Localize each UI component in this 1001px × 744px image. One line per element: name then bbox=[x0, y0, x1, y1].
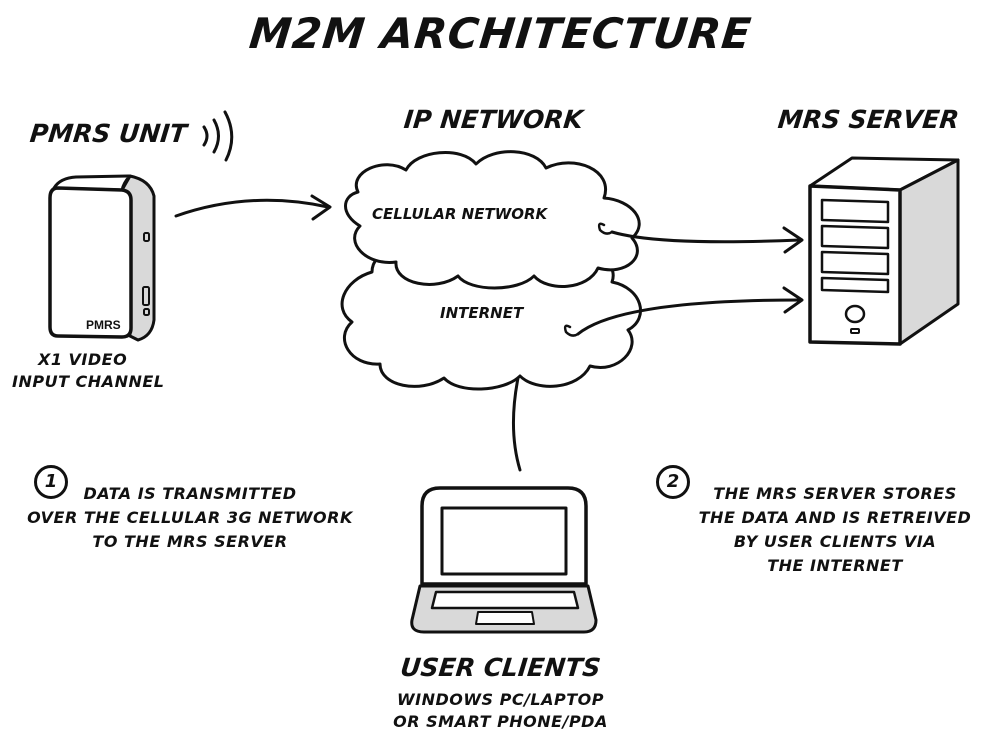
arrow-icon bbox=[576, 226, 804, 336]
ip-network-heading: IP NETWORK bbox=[402, 105, 585, 134]
pmrs-unit-heading: PMRS UNIT bbox=[28, 119, 189, 148]
cellular-network-label: CELLULAR NETWORK bbox=[372, 205, 548, 223]
user-clients-caption-line1: WINDOWS PC/LAPTOP bbox=[397, 690, 604, 709]
laptop-icon bbox=[410, 486, 598, 634]
user-clients-heading: USER CLIENTS bbox=[398, 653, 603, 682]
user-clients-caption-line2: OR SMART PHONE/PDA bbox=[393, 712, 608, 731]
server-tower-icon bbox=[808, 156, 960, 346]
step-1-badge: 1 bbox=[34, 465, 68, 499]
note-2-line1: THE MRS SERVER STORES bbox=[713, 484, 957, 503]
pmrs-device-label: PMRS bbox=[86, 318, 121, 332]
note-2-line3: BY USER CLIENTS VIA bbox=[733, 532, 937, 551]
arrow-icon bbox=[174, 194, 332, 221]
pmrs-caption-line2: INPUT CHANNEL bbox=[12, 372, 165, 391]
note-1-line1: DATA IS TRANSMITTED bbox=[83, 484, 297, 503]
internet-label: INTERNET bbox=[440, 304, 524, 322]
pmrs-caption-line1: x1 VIDEO bbox=[38, 350, 128, 369]
note-1-line3: TO THE MRS SERVER bbox=[92, 532, 288, 551]
note-1-line2: OVER THE CELLULAR 3G NETWORK bbox=[27, 508, 353, 527]
mrs-server-heading: MRS SERVER bbox=[776, 105, 961, 134]
cloud-icon bbox=[340, 150, 643, 391]
wireless-signal-icon bbox=[202, 110, 234, 162]
note-2-line2: THE DATA AND IS RETREIVED bbox=[698, 508, 972, 527]
diagram-title: M2M ARCHITECTURE bbox=[247, 9, 755, 58]
note-2-line4: THE INTERNET bbox=[767, 556, 903, 575]
step-2-badge: 2 bbox=[656, 465, 690, 499]
pmrs-device-icon bbox=[48, 174, 156, 342]
